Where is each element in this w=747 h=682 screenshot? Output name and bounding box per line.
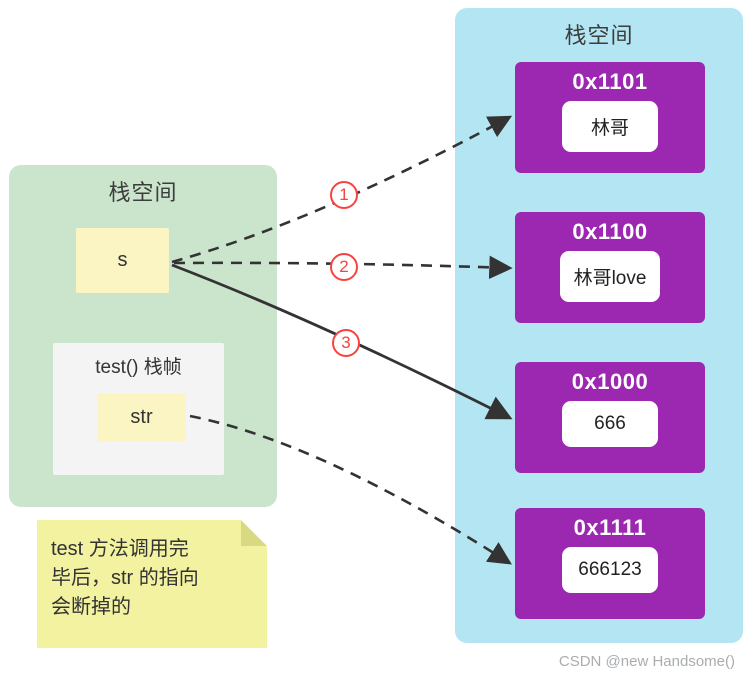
memory-cell-0x1100: 0x1100 林哥love — [515, 212, 705, 323]
note-line: test 方法调用完 — [51, 538, 189, 560]
memory-cell-address: 0x1101 — [572, 69, 648, 94]
sticky-note: test 方法调用完 毕后，str 的指向 会断掉的 — [37, 520, 267, 648]
note-line: 会断掉的 — [51, 596, 131, 618]
memory-cell-value: 林哥 — [562, 101, 658, 152]
memory-cell-0x1101: 0x1101 林哥 — [515, 62, 705, 173]
variable-str-label: str — [130, 405, 153, 428]
right-stack-panel: 栈空间 0x1101 林哥 0x1100 林哥love 0x1000 666 0… — [455, 8, 743, 643]
left-panel-title: 栈空间 — [108, 180, 178, 205]
arrow-label-1: 1 — [330, 181, 358, 209]
memory-cell-0x1000: 0x1000 666 — [515, 362, 705, 473]
note-line: 毕后，str 的指向 — [51, 567, 199, 589]
variable-s-box: s — [76, 228, 169, 293]
memory-cell-value: 666 — [562, 401, 658, 447]
memory-cell-0x1111: 0x1111 666123 — [515, 508, 705, 619]
memory-cell-value: 林哥love — [559, 251, 661, 302]
memory-cell-address: 0x1111 — [573, 515, 647, 540]
memory-cell-address: 0x1000 — [571, 369, 649, 394]
csdn-watermark: CSDN @new Handsome() — [558, 653, 735, 670]
memory-cell-address: 0x1100 — [572, 219, 648, 244]
arrow-label-3: 3 — [332, 329, 360, 357]
test-stack-frame-box: test() 栈帧 str — [53, 343, 224, 475]
variable-str-box: str — [97, 393, 186, 441]
right-panel-title: 栈空间 — [564, 23, 634, 48]
test-stack-frame-title: test() 栈帧 — [95, 357, 182, 378]
variable-s-label: s — [117, 249, 128, 271]
note-text: test 方法调用完 毕后，str 的指向 会断掉的 — [37, 520, 267, 622]
left-stack-panel: 栈空间 s test() 栈帧 str — [9, 165, 277, 507]
note-fold-corner-icon — [241, 520, 267, 546]
arrow-label-2: 2 — [330, 253, 358, 281]
memory-cell-value: 666123 — [562, 547, 658, 593]
